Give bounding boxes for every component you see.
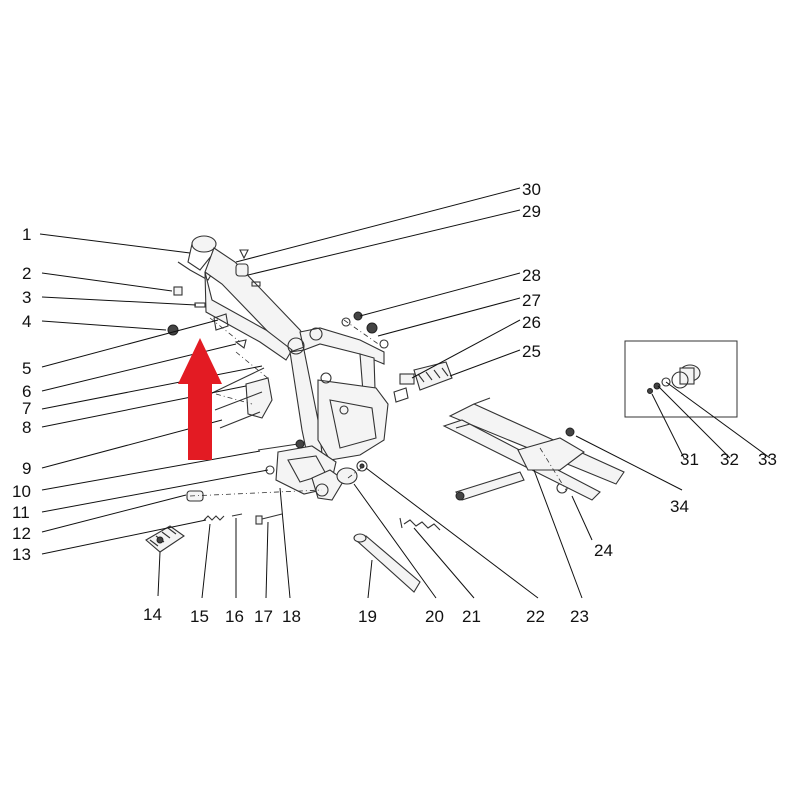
callout-32: 32 xyxy=(720,450,739,469)
callout-4: 4 xyxy=(22,312,31,331)
callout-2: 2 xyxy=(22,264,31,283)
rear-subframe xyxy=(442,397,625,501)
callout-15: 15 xyxy=(190,607,209,626)
callout-14: 14 xyxy=(143,605,162,624)
callout-26: 26 xyxy=(522,313,541,332)
assembly-centerlines xyxy=(189,317,567,497)
callout-28: 28 xyxy=(522,266,541,285)
callout-25: 25 xyxy=(522,342,541,361)
callout-8: 8 xyxy=(22,418,31,437)
callout-20: 20 xyxy=(425,607,444,626)
callout-22: 22 xyxy=(526,607,545,626)
inset-detail xyxy=(624,340,738,418)
callout-34: 34 xyxy=(670,497,689,516)
callout-18: 18 xyxy=(282,607,301,626)
callout-30: 30 xyxy=(522,180,541,199)
callout-17: 17 xyxy=(254,607,273,626)
callout-11: 11 xyxy=(12,503,30,522)
main-frame xyxy=(177,235,389,501)
callout-labels: 1 2 3 4 5 6 7 8 9 10 11 12 13 14 15 16 1… xyxy=(12,180,777,626)
callout-16: 16 xyxy=(225,607,244,626)
callout-27: 27 xyxy=(522,291,541,310)
callout-19: 19 xyxy=(358,607,377,626)
callout-31: 31 xyxy=(680,450,699,469)
callout-12: 12 xyxy=(12,524,31,543)
callout-7: 7 xyxy=(22,399,31,418)
callout-29: 29 xyxy=(522,202,541,221)
callout-3: 3 xyxy=(22,288,31,307)
footpeg-right xyxy=(393,361,453,403)
callout-21: 21 xyxy=(462,607,481,626)
side-stand xyxy=(353,517,441,593)
callout-33: 33 xyxy=(758,450,777,469)
hardware xyxy=(167,249,575,525)
up-arrow-icon xyxy=(178,338,222,460)
callout-13: 13 xyxy=(12,545,31,564)
footpeg-left xyxy=(145,525,185,553)
callout-5: 5 xyxy=(22,359,31,378)
callout-9: 9 xyxy=(22,459,31,478)
callout-6: 6 xyxy=(22,382,31,401)
callout-1: 1 xyxy=(22,225,31,244)
callout-24: 24 xyxy=(594,541,613,560)
callout-10: 10 xyxy=(12,482,31,501)
callout-23: 23 xyxy=(570,607,589,626)
leader-lines xyxy=(39,187,771,599)
